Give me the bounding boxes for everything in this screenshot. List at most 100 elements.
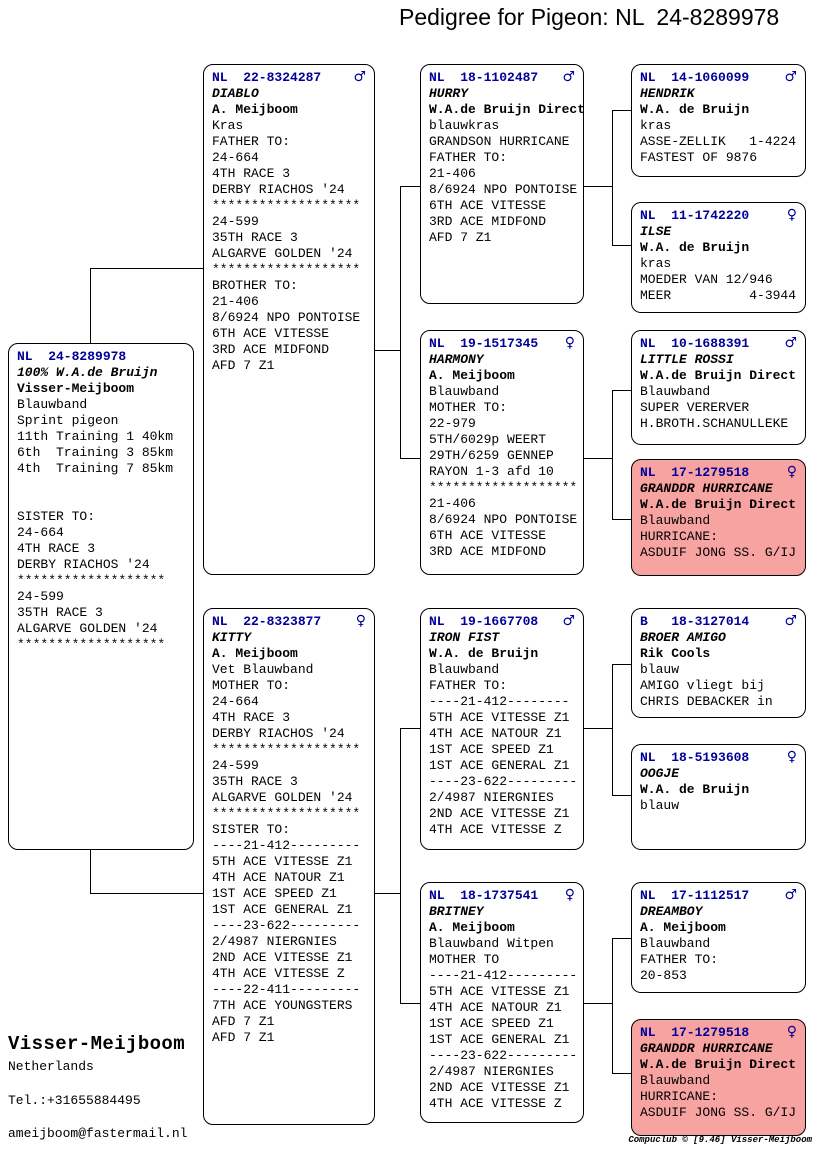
pedigree-text-line: Blauwband Witpen — [429, 936, 554, 951]
pedigree-text-line: ASDUIF JONG SS. G/IJ — [640, 1105, 797, 1120]
pedigree-text-line: 8/6924 NPO PONTOISE — [429, 512, 578, 527]
connector-line — [90, 893, 204, 894]
pedigree-text-line: FASTEST OF 9876 — [640, 150, 758, 165]
pedigree-text-line: 21-406 — [429, 496, 476, 511]
pedigree-text-line: ALGARVE GOLDEN '24 — [212, 790, 353, 805]
connector-line — [375, 893, 400, 894]
pedigree-text-line: HENDRIK — [640, 86, 695, 101]
female-icon: ♀ — [355, 613, 366, 629]
loft-country: Netherlands — [8, 1059, 94, 1074]
pedigree-text-line: 6TH ACE VITESSE — [429, 528, 547, 543]
pedigree-text-line: Blauwband — [429, 662, 500, 677]
loft-phone: Tel.:+31655884495 — [8, 1093, 141, 1108]
pedigree-text-line: KITTY — [212, 630, 252, 645]
pedigree-text-line: ******************* — [429, 480, 578, 495]
pedigree-text-line: A. Meijboom — [429, 368, 515, 383]
pedigree-text-line: A. Meijboom — [640, 920, 726, 935]
pedigree-text-line: SISTER TO: — [17, 509, 96, 524]
pedigree-text-line: 4TH ACE NATOUR Z1 — [429, 726, 562, 741]
pedigree-text-line: HURRY — [429, 86, 469, 101]
pedigree-text-line: HURRICANE: — [640, 1089, 719, 1104]
pedigree-text-line: ******************* — [17, 573, 166, 588]
pedigree-text-line: blauwkras — [429, 118, 500, 133]
connector-line — [400, 728, 421, 729]
pedigree-text-line: GRANDDR HURRICANE — [640, 1041, 773, 1056]
pedigree-text-line: kras — [640, 118, 672, 133]
pedigree-text-line: Blauwband — [429, 384, 500, 399]
male-icon: ♂ — [784, 613, 797, 629]
ring-number: NL 10-1688391 — [640, 336, 750, 351]
pedigree-text-line: 3RD ACE MIDFOND — [429, 544, 547, 559]
male-icon: ♂ — [784, 69, 797, 85]
ring-number: NL 18-1737541 — [429, 888, 539, 903]
connector-line — [612, 110, 613, 246]
pedigree-text-line: ASSE-ZELLIK 1-4224 — [640, 134, 797, 149]
pedigree-text-line: DREAMBOY — [640, 904, 703, 919]
connector-line — [612, 795, 631, 796]
pedigree-text-line: Sprint pigeon — [17, 413, 119, 428]
pedigree-text-line: blauw — [640, 662, 680, 677]
pedigree-text-line: A. Meijboom — [429, 920, 515, 935]
connector-line — [400, 458, 421, 459]
pedigree-text-line: ******************* — [212, 742, 361, 757]
pedigree-text-line: 35TH RACE 3 — [17, 605, 103, 620]
connector-line — [612, 664, 631, 665]
pedigree-text-line: 24-599 — [17, 589, 64, 604]
pedigree-text-line: 2/4987 NIERGNIES — [212, 934, 337, 949]
pedigree-text-line: 22-979 — [429, 416, 476, 431]
pedigree-text-line: ----23-622--------- — [429, 1048, 578, 1063]
pedigree-text-line: 35TH RACE 3 — [212, 774, 298, 789]
pedigree-text-line: MOEDER VAN 12/946 — [640, 272, 773, 287]
pedigree-text-line: 20-853 — [640, 968, 687, 983]
pedigree-text-line: AFD 7 Z1 — [212, 1014, 275, 1029]
ring-number: NL 17-1279518 — [640, 1025, 750, 1040]
pedigree-text-line: ----21-412--------- — [429, 968, 578, 983]
pedigree-text-line: 1ST ACE GENERAL Z1 — [429, 758, 570, 773]
ring-number: NL 22-8323877 — [212, 614, 322, 629]
pedigree-text-line: FATHER TO: — [429, 150, 508, 165]
ring-number: NL 19-1667708 — [429, 614, 539, 629]
pedigree-text-line: LITTLE ROSSI — [640, 352, 734, 367]
pedigree-text-line: ASDUIF JONG SS. G/IJ — [640, 545, 797, 560]
pedigree-text-line: 1ST ACE GENERAL Z1 — [429, 1032, 570, 1047]
ring-number: NL 18-1102487 — [429, 70, 539, 85]
female-icon: ♀ — [786, 464, 797, 480]
pedigree-text-line — [17, 493, 191, 509]
pedigree-text-line: 24-664 — [17, 525, 64, 540]
pedigree-text-line: GRANDDR HURRICANE — [640, 481, 773, 496]
pedigree-text-line: Rik Cools — [640, 646, 711, 661]
pedigree-text-line: 100% W.A.de Bruijn — [17, 365, 158, 380]
pedigree-text-line: 11th Training 1 40km — [17, 429, 174, 444]
pedigree-text-line: 6TH ACE VITESSE — [212, 326, 330, 341]
pedigree-text-line: 35TH RACE 3 — [212, 230, 298, 245]
pedigree-text-line: 2ND ACE VITESSE Z1 — [429, 1080, 570, 1095]
connector-line — [400, 186, 421, 187]
pedigree-text-line: IRON FIST — [429, 630, 500, 645]
ring-number: NL 19-1517345 — [429, 336, 539, 351]
pedigree-text-line: 24-664 — [212, 150, 259, 165]
pedigree-text-line — [17, 477, 191, 493]
ring-number: NL 17-1279518 — [640, 465, 750, 480]
pedigree-text-line: RAYON 1-3 afd 10 — [429, 464, 554, 479]
pedigree-text-line: ----22-411--------- — [212, 982, 361, 997]
software-credit: Compuclub © [9.46] Visser-Meijboom — [628, 1135, 812, 1145]
pedigree-text-line: 8/6924 NPO PONTOISE — [429, 182, 578, 197]
pedigree-text-line: DIABLO — [212, 86, 259, 101]
pedigree-text-line: 21-406 — [429, 166, 476, 181]
pedigree-text-line: BROTHER TO: — [212, 278, 298, 293]
pedigree-text-line: 3RD ACE MIDFOND — [212, 342, 330, 357]
pedigree-text-line: A. Meijboom — [212, 102, 298, 117]
connector-line — [584, 1003, 612, 1004]
pedigree-text-line: ----21-412-------- — [429, 694, 570, 709]
pedigree-text-line: DERBY RIACHOS '24 — [212, 182, 345, 197]
pedigree-text-line: SUPER VERERVER — [640, 400, 750, 415]
pedigree-text-line: AMIGO vliegt bij — [640, 678, 765, 693]
